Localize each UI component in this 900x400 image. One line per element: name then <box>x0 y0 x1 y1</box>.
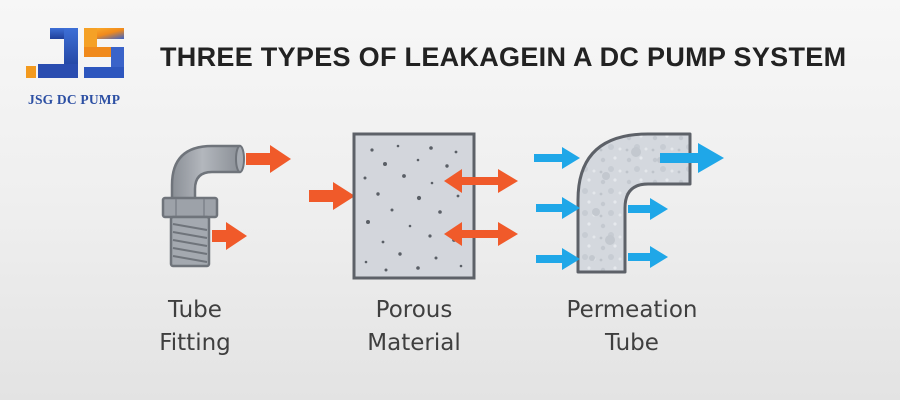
leak-arrow-porous-out-bottom <box>444 222 518 246</box>
porous-block-icon <box>352 132 476 280</box>
leak-arrow-fitting-top <box>246 145 291 173</box>
label-line-1: Permeation <box>566 297 698 323</box>
label-porous-material: Porous Material <box>340 294 488 360</box>
permeation-arrow-left-top <box>534 147 580 169</box>
leak-arrow-fitting-thread <box>212 222 247 250</box>
permeation-arrow-right-mid <box>628 198 668 220</box>
permeation-arrow-right-bottom <box>628 246 668 268</box>
permeation-arrow-left-mid <box>536 197 580 219</box>
tube-fitting-icon <box>161 144 245 268</box>
brand-name: JSG DC PUMP <box>28 92 121 107</box>
label-tube-fitting: Tube Fitting <box>130 294 260 360</box>
label-line-2: Material <box>367 330 461 356</box>
label-line-1: Tube <box>168 297 222 323</box>
label-permeation-tube: Permeation Tube <box>548 294 716 360</box>
permeation-tube-icon <box>576 132 692 274</box>
label-line-2: Fitting <box>159 330 231 356</box>
js-logo-icon <box>26 28 124 78</box>
leak-arrow-porous-out-top <box>444 169 518 193</box>
label-line-1: Porous <box>375 297 453 323</box>
permeation-arrow-left-bottom <box>536 248 580 270</box>
page-title: THREE TYPES OF LEAKAGEIN A DC PUMP SYSTE… <box>160 42 847 72</box>
label-line-2: Tube <box>605 330 659 356</box>
brand-logo: JSG DC PUMP <box>24 22 144 112</box>
leak-arrow-porous-in <box>309 182 355 210</box>
permeation-arrow-right-top <box>660 143 724 173</box>
